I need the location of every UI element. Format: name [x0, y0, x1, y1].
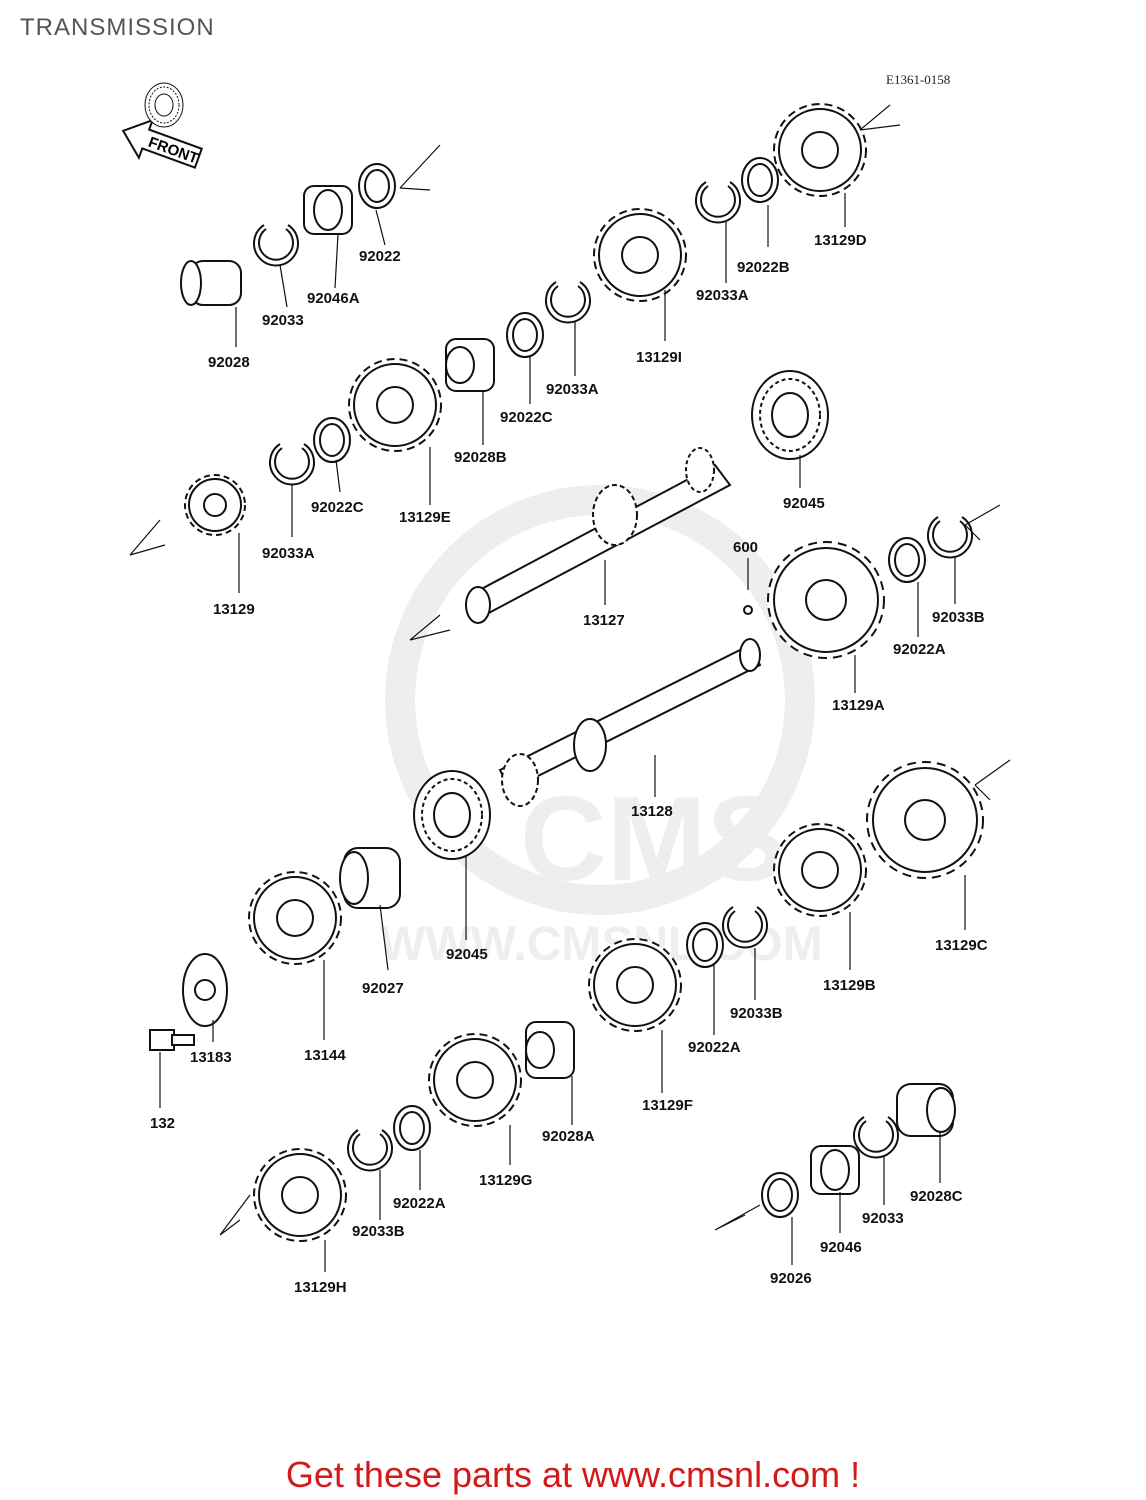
diagram-code: E1361-0158	[886, 72, 951, 87]
label-13127: 13127	[583, 612, 625, 629]
gear-13129F	[588, 938, 682, 1032]
bush-92028A	[525, 1021, 575, 1079]
axis-lines-4	[964, 504, 1001, 541]
label-92033A-2: 92033A	[262, 545, 315, 562]
transmission-diagram: CMS WWW.CMSNL.COM FRONT	[121, 82, 1011, 1296]
label-13129D: 13129D	[814, 232, 867, 249]
label-92022B: 92022B	[737, 259, 790, 276]
label-92045-1: 92045	[783, 495, 825, 512]
label-92028C: 92028C	[910, 1188, 963, 1205]
washer-92022	[358, 163, 396, 209]
label-13129H: 13129H	[294, 1279, 347, 1296]
label-13129E: 13129E	[399, 509, 451, 526]
axis-lines-3	[409, 614, 451, 641]
bearing-92045-2	[413, 770, 491, 860]
label-92033B-2: 92033B	[730, 1005, 783, 1022]
washer-92022B	[741, 157, 779, 203]
label-92033B-1: 92033B	[932, 609, 985, 626]
main-shaft-13127	[465, 447, 732, 624]
circlip-92033A	[269, 443, 315, 486]
sprocket-13144	[248, 871, 342, 965]
counter-shaft-13128	[498, 638, 762, 807]
gear-13129C	[866, 761, 984, 879]
label-92033A-1: 92033A	[546, 381, 599, 398]
label-92022: 92022	[359, 248, 401, 265]
washer-92022A-2	[686, 922, 724, 968]
bush-92027	[339, 847, 401, 909]
label-92033B-3: 92033B	[352, 1223, 405, 1240]
needle-bearing-92046	[810, 1145, 860, 1195]
label-92022C-1: 92022C	[500, 409, 553, 426]
label-13129A: 13129A	[832, 697, 885, 714]
gear-13129	[184, 474, 246, 536]
leader-lines	[159, 193, 966, 1272]
label-13183: 13183	[190, 1049, 232, 1066]
label-13129B: 13129B	[823, 977, 876, 994]
gear-13129E	[348, 358, 442, 452]
circlip-92033A-3	[695, 181, 741, 224]
gear-13129I	[593, 208, 687, 302]
circlip-92033-2	[853, 1116, 899, 1159]
watermark-brand: CMS	[520, 772, 787, 906]
label-92046: 92046	[820, 1239, 862, 1256]
bearing-92045	[751, 370, 829, 460]
washer-92022C-2	[506, 312, 544, 358]
needle-bearing-92046A	[144, 82, 184, 128]
label-92027: 92027	[362, 980, 404, 997]
label-600: 600	[733, 539, 758, 556]
label-92022A-3: 92022A	[393, 1195, 446, 1212]
gear-13129D	[773, 103, 867, 197]
axis-lines-2	[129, 104, 901, 556]
label-92022C-2: 92022C	[311, 499, 364, 516]
label-13129: 13129	[213, 601, 255, 618]
axis-line	[399, 144, 441, 191]
washer-92022A	[888, 537, 926, 583]
bush-92028C	[896, 1083, 956, 1137]
label-92022A-2: 92022A	[688, 1039, 741, 1056]
axis-lines-5	[219, 759, 1011, 1236]
bush-92028B	[445, 338, 495, 392]
gear-13129G	[428, 1033, 522, 1127]
label-13129F: 13129F	[642, 1097, 693, 1114]
label-132: 132	[150, 1115, 175, 1132]
bush-92028	[180, 260, 242, 306]
circlip-92033B-3	[347, 1129, 393, 1172]
bolt-132	[149, 1029, 195, 1051]
plate-13183	[182, 953, 228, 1027]
ball-600	[743, 605, 753, 615]
label-92045-2: 92045	[446, 946, 488, 963]
gear-13129B	[773, 823, 867, 917]
label-92028B: 92028B	[454, 449, 507, 466]
label-92046A: 92046A	[307, 290, 360, 307]
label-92033: 92033	[262, 312, 304, 329]
label-92026: 92026	[770, 1270, 812, 1287]
label-92033-2: 92033	[862, 1210, 904, 1227]
label-92028A: 92028A	[542, 1128, 595, 1145]
circlip-92033B	[927, 516, 973, 559]
label-13129G: 13129G	[479, 1172, 532, 1189]
label-13144: 13144	[304, 1047, 346, 1064]
label-92033A-3: 92033A	[696, 287, 749, 304]
label-13128: 13128	[631, 803, 673, 820]
needle-bearing-92046A-shape	[303, 185, 353, 235]
washer-92026	[761, 1172, 799, 1218]
label-92022A-1: 92022A	[893, 641, 946, 658]
axis-lines-6	[714, 1204, 761, 1231]
footer-link[interactable]: Get these parts at www.cmsnl.com !	[285, 1454, 861, 1495]
circlip-92033A-2	[545, 281, 591, 324]
circlip-92033B-2	[722, 906, 768, 949]
label-13129C: 13129C	[935, 937, 988, 954]
label-13129I: 13129I	[636, 349, 682, 366]
washer-92022C	[313, 417, 351, 463]
page-title: TRANSMISSION	[20, 14, 215, 41]
gear-13129A	[767, 541, 885, 659]
label-92028: 92028	[208, 354, 250, 371]
washer-92022A-3	[393, 1105, 431, 1151]
gear-13129H	[253, 1148, 347, 1242]
circlip-92033	[253, 224, 299, 267]
